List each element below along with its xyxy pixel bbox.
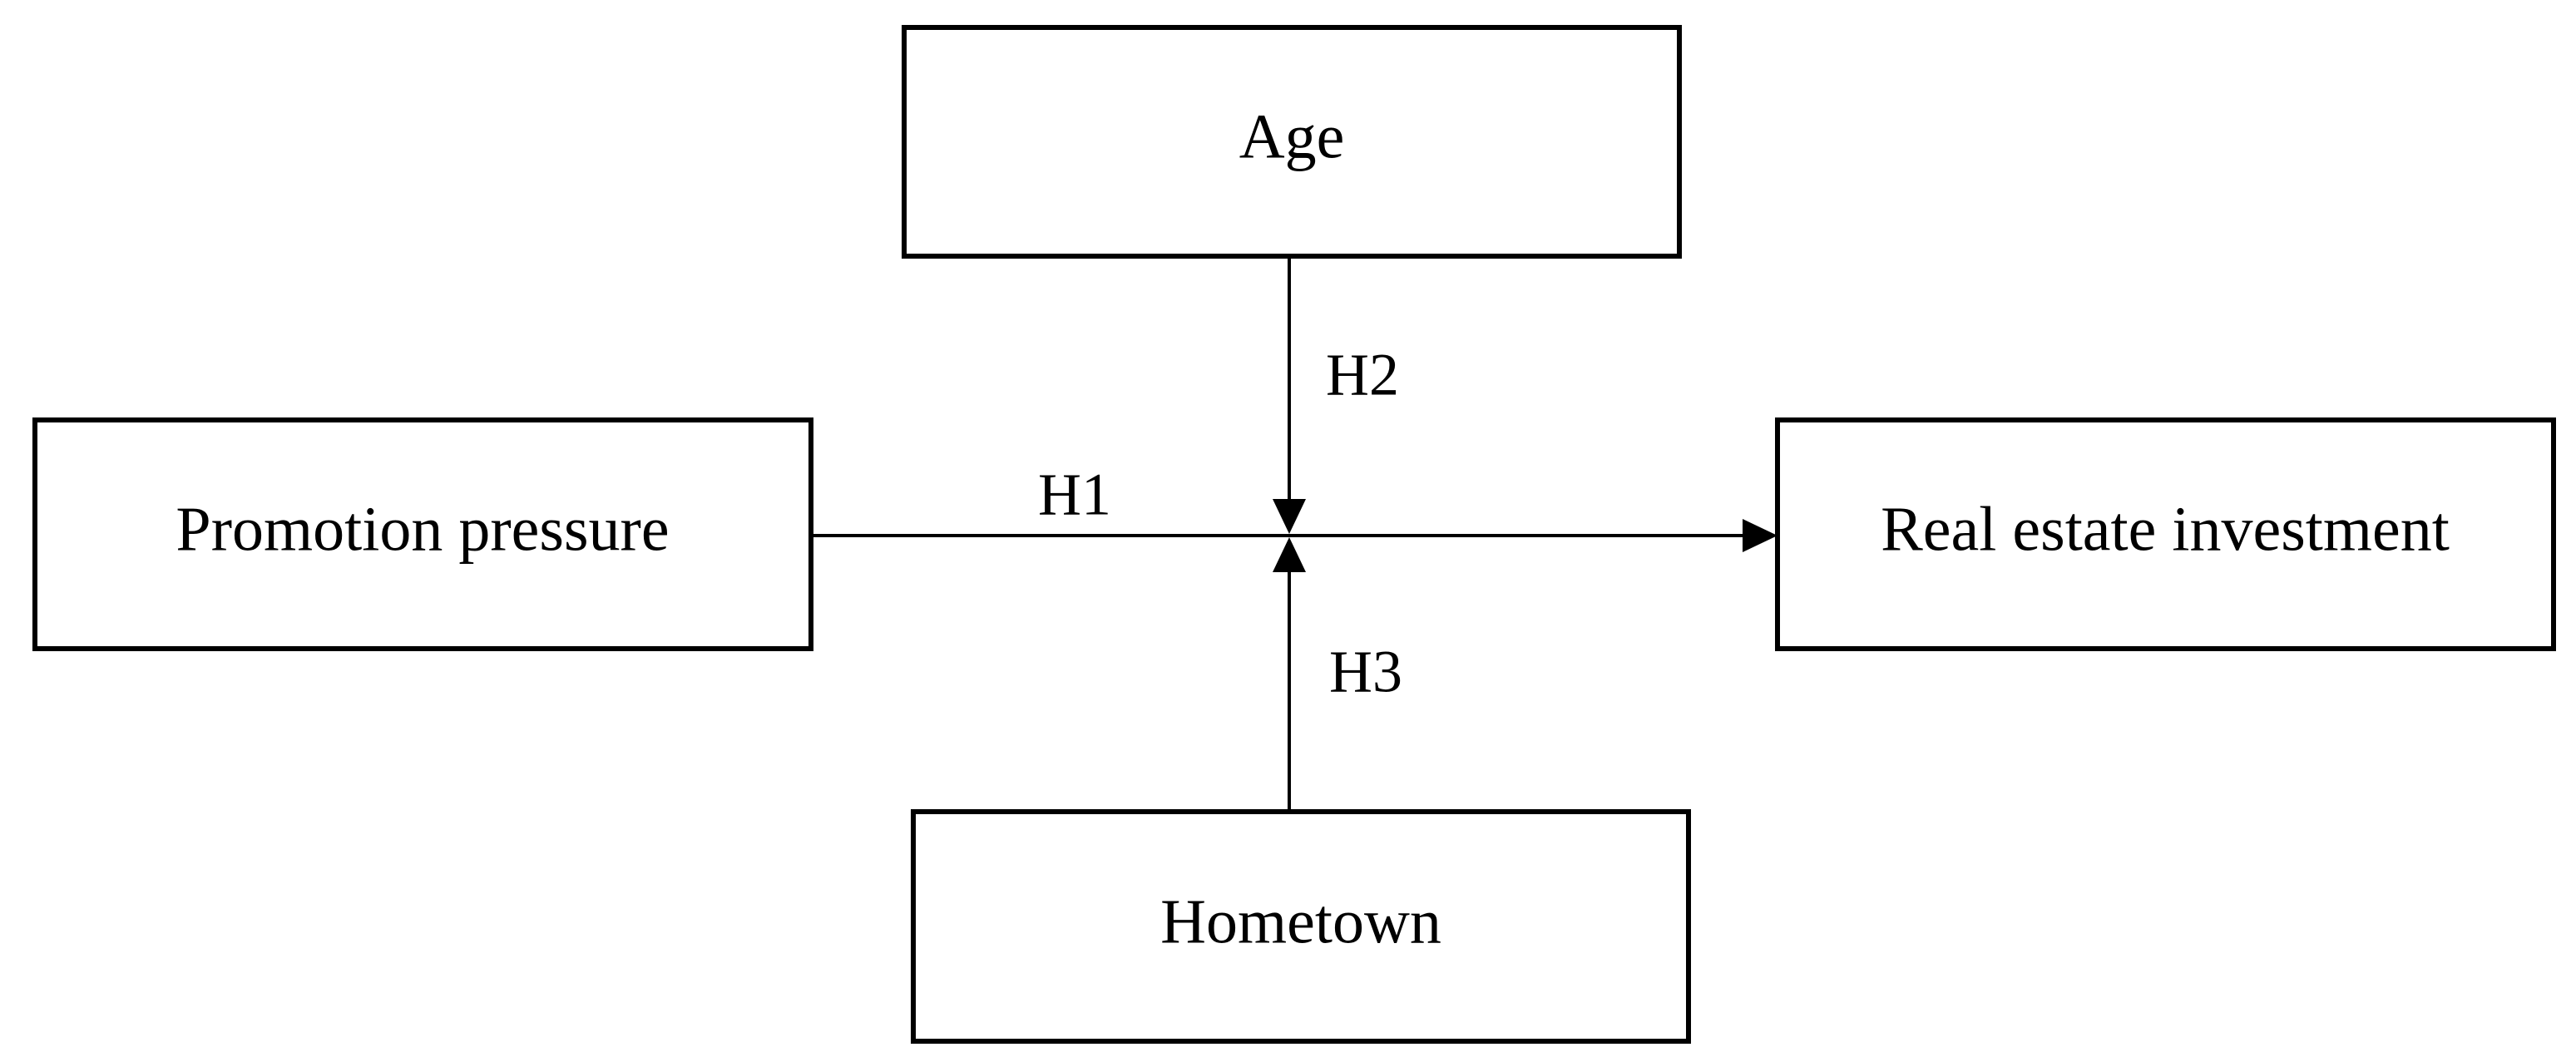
edge-h3-label: H3 (1329, 639, 1402, 705)
edge-h2-label: H2 (1326, 342, 1399, 408)
node-age-label: Age (1239, 101, 1345, 171)
node-promotion-pressure: Promotion pressure (32, 417, 813, 651)
node-real-estate-investment-label: Real estate investment (1881, 494, 2450, 564)
node-age-box (902, 25, 1682, 259)
node-hometown-label: Hometown (1160, 887, 1441, 956)
edge-h1-arrowhead (1743, 519, 1777, 552)
edge-h1: H1 (811, 462, 1777, 552)
edge-h3-arrowhead (1273, 537, 1306, 572)
node-promotion-pressure-label: Promotion pressure (176, 494, 669, 564)
edge-h1-label: H1 (1038, 462, 1111, 528)
edge-h2: H2 (1273, 256, 1399, 534)
node-real-estate-investment-box (1775, 417, 2556, 651)
node-promotion-pressure-box (32, 417, 813, 651)
node-real-estate-investment: Real estate investment (1775, 417, 2556, 651)
node-age: Age (902, 25, 1682, 259)
node-hometown: Hometown (911, 809, 1691, 1044)
node-hometown-box (911, 809, 1691, 1044)
edge-h2-arrowhead (1273, 499, 1306, 534)
edge-h3: H3 (1273, 537, 1402, 812)
